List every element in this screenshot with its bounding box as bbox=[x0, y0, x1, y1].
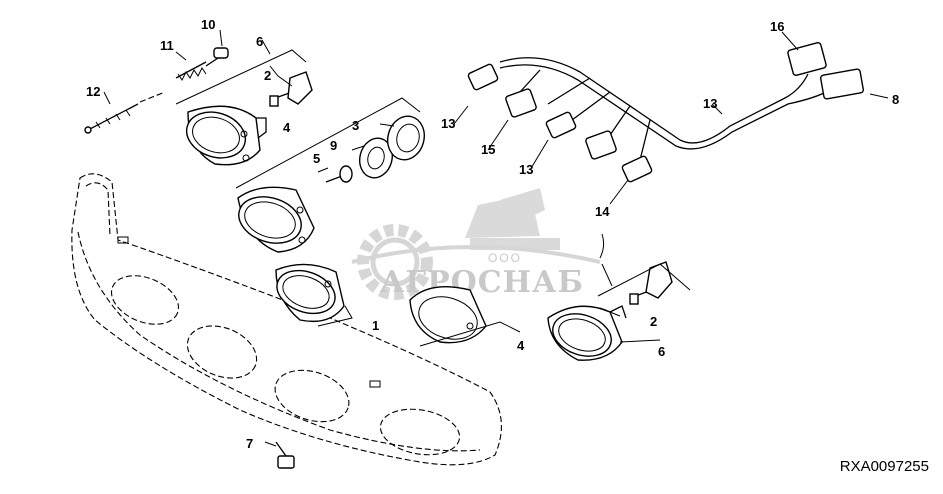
callout-15: 16 bbox=[770, 19, 784, 34]
callout-14: 15 bbox=[481, 142, 495, 157]
watermark: ООО АГРОСНАБ bbox=[351, 188, 601, 300]
callout-8: 9 bbox=[330, 138, 337, 153]
callout-16: 8 bbox=[892, 92, 899, 107]
screw-11 bbox=[84, 91, 166, 134]
lamp-1 bbox=[275, 263, 345, 323]
callout-3: 3 bbox=[352, 118, 359, 133]
watermark-name: АГРОСНАБ bbox=[380, 265, 584, 300]
watermark-harvester-icon bbox=[465, 188, 560, 250]
watermark-prefix: ООО bbox=[488, 251, 522, 265]
leader-lines bbox=[103, 29, 889, 447]
bulb-right bbox=[629, 261, 673, 305]
connector-middle-plug bbox=[585, 130, 617, 160]
watermark-swoosh bbox=[351, 245, 601, 264]
callout-6-top: 6 bbox=[256, 34, 263, 49]
callout-13-middle: 13 bbox=[519, 162, 533, 177]
bulb-5 bbox=[325, 165, 353, 183]
callout-11: 12 bbox=[86, 84, 100, 99]
callout-2-bottom: 2 bbox=[650, 314, 657, 329]
connector-16 bbox=[819, 68, 865, 100]
watermark-gear-icon bbox=[357, 224, 433, 300]
callout-1: 1 bbox=[372, 318, 379, 333]
lamp-housing-right bbox=[547, 305, 627, 361]
lamp-housing-upper-left bbox=[185, 105, 267, 166]
reference-code: RXA0097255 bbox=[840, 458, 929, 475]
callout-6-bottom: 6 bbox=[658, 344, 665, 359]
callout-2-top: 2 bbox=[264, 68, 271, 83]
callout-10: 11 bbox=[160, 38, 174, 53]
bolt-7 bbox=[275, 441, 295, 469]
lamp-housing-middle-left bbox=[237, 186, 315, 253]
lamp-housing-lower-right bbox=[409, 285, 487, 344]
spring-10 bbox=[175, 61, 207, 81]
front-bezel bbox=[71, 173, 502, 466]
screw-9 bbox=[205, 47, 229, 67]
connector-14 bbox=[505, 88, 537, 118]
callout-9: 10 bbox=[201, 17, 215, 32]
connector-13-top bbox=[467, 63, 499, 91]
callout-12: 13 bbox=[703, 96, 717, 111]
connector-13-middle bbox=[545, 111, 577, 139]
callout-13-lower: 14 bbox=[595, 204, 610, 219]
callout-13-top: 13 bbox=[441, 116, 455, 131]
callout-7: 7 bbox=[246, 436, 253, 451]
callout-4-bottom: 4 bbox=[517, 338, 525, 353]
retainer-ring-8 bbox=[359, 137, 393, 179]
wire-harness-12 bbox=[499, 57, 831, 161]
connector-13-lower bbox=[621, 155, 653, 183]
bulb-upper-left bbox=[269, 71, 313, 107]
callout-labels: 10 11 6 2 12 3 4 9 5 1 4 2 6 7 13 15 13 … bbox=[86, 17, 899, 451]
callout-5: 5 bbox=[313, 151, 320, 166]
connector-15 bbox=[787, 42, 827, 76]
cap-3 bbox=[387, 115, 425, 161]
callout-4-top: 4 bbox=[283, 120, 291, 135]
